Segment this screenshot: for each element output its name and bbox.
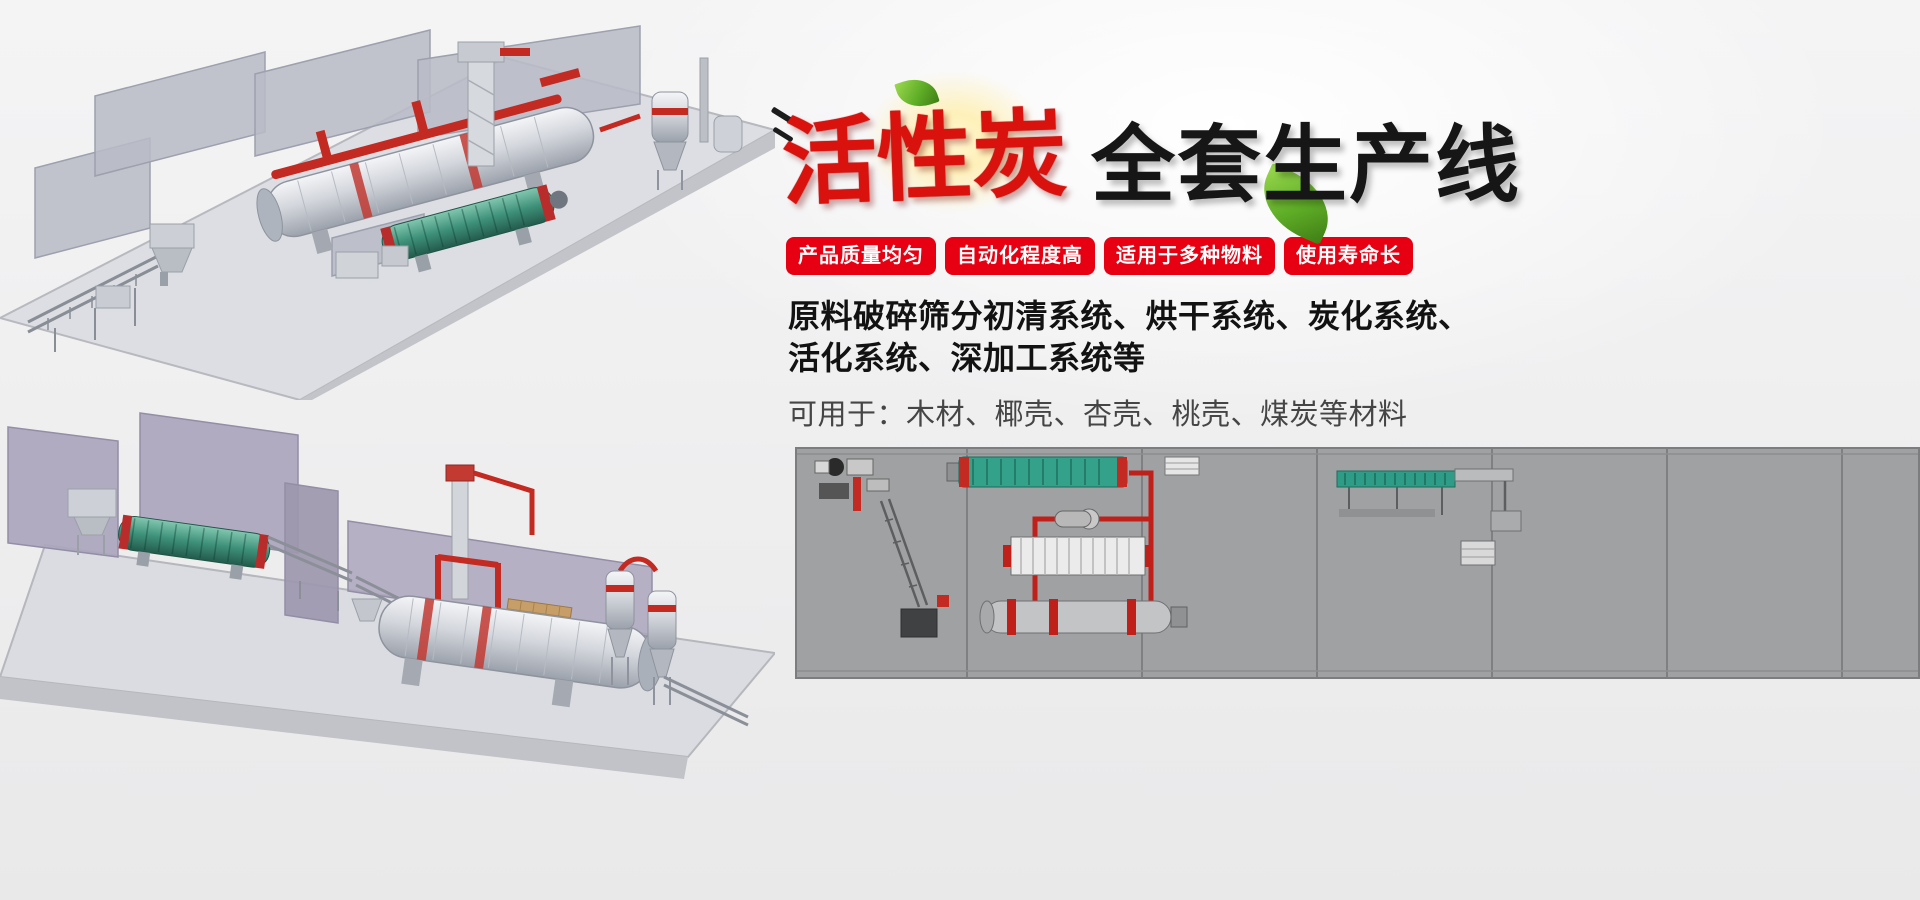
cyclone-dust-collector [599,57,743,190]
carbonization-furnace-plan [1003,536,1153,576]
feature-badge-quality: 产品质量均匀 [786,237,936,275]
headline-black: 全套生产线 [1091,118,1522,212]
headline-red: 活性炭 [780,101,1069,217]
activation-furnace-drum [378,595,664,708]
feed-hopper [95,223,195,309]
production-line-3d-render-top [0,25,775,400]
layout-diagram-drawing [797,449,1918,677]
headline: 活性炭 全套生产线 [770,42,1522,246]
bucket-elevator [457,41,530,167]
layout-diagram-panel [795,447,1920,679]
feed-unit [67,488,117,555]
feature-badge-materials: 适用于多种物料 [1104,237,1275,275]
cooling-drum [380,184,568,273]
control-cabinets [335,245,409,279]
activation-furnace-plan [979,599,1188,635]
description-block: 原料破碎筛分初清系统、烘干系统、炭化系统、 活化系统、深加工系统等 可用于：木材… [788,296,1471,433]
screening-drum [118,514,271,580]
incline-conveyor-plan [879,498,929,608]
cyclone-separators [605,556,677,705]
dryer-drum-plan [946,456,1128,488]
feature-badges: 产品质量均匀 自动化程度高 适用于多种物料 使用寿命长 [786,237,1413,275]
feature-badge-automation: 自动化程度高 [945,237,1095,275]
production-line-3d-render-bottom [0,412,775,779]
hot-air-furnace-tower [445,464,535,600]
systems-line-1: 原料破碎筛分初清系统、烘干系统、炭化系统、 [788,298,1471,334]
feature-badge-lifespan: 使用寿命长 [1284,237,1413,275]
systems-description: 原料破碎筛分初清系统、烘干系统、炭化系统、 活化系统、深加工系统等 [788,296,1471,379]
packing-section-plan [1336,468,1522,566]
feeding-section-plan [814,458,890,511]
discharge-conveyor [663,675,749,727]
inclined-conveyor [27,254,159,352]
systems-line-2: 活化系统、深加工系统等 [788,339,1146,376]
materials-description: 可用于：木材、椰壳、杏壳、桃壳、煤炭等材料 [788,399,1408,432]
